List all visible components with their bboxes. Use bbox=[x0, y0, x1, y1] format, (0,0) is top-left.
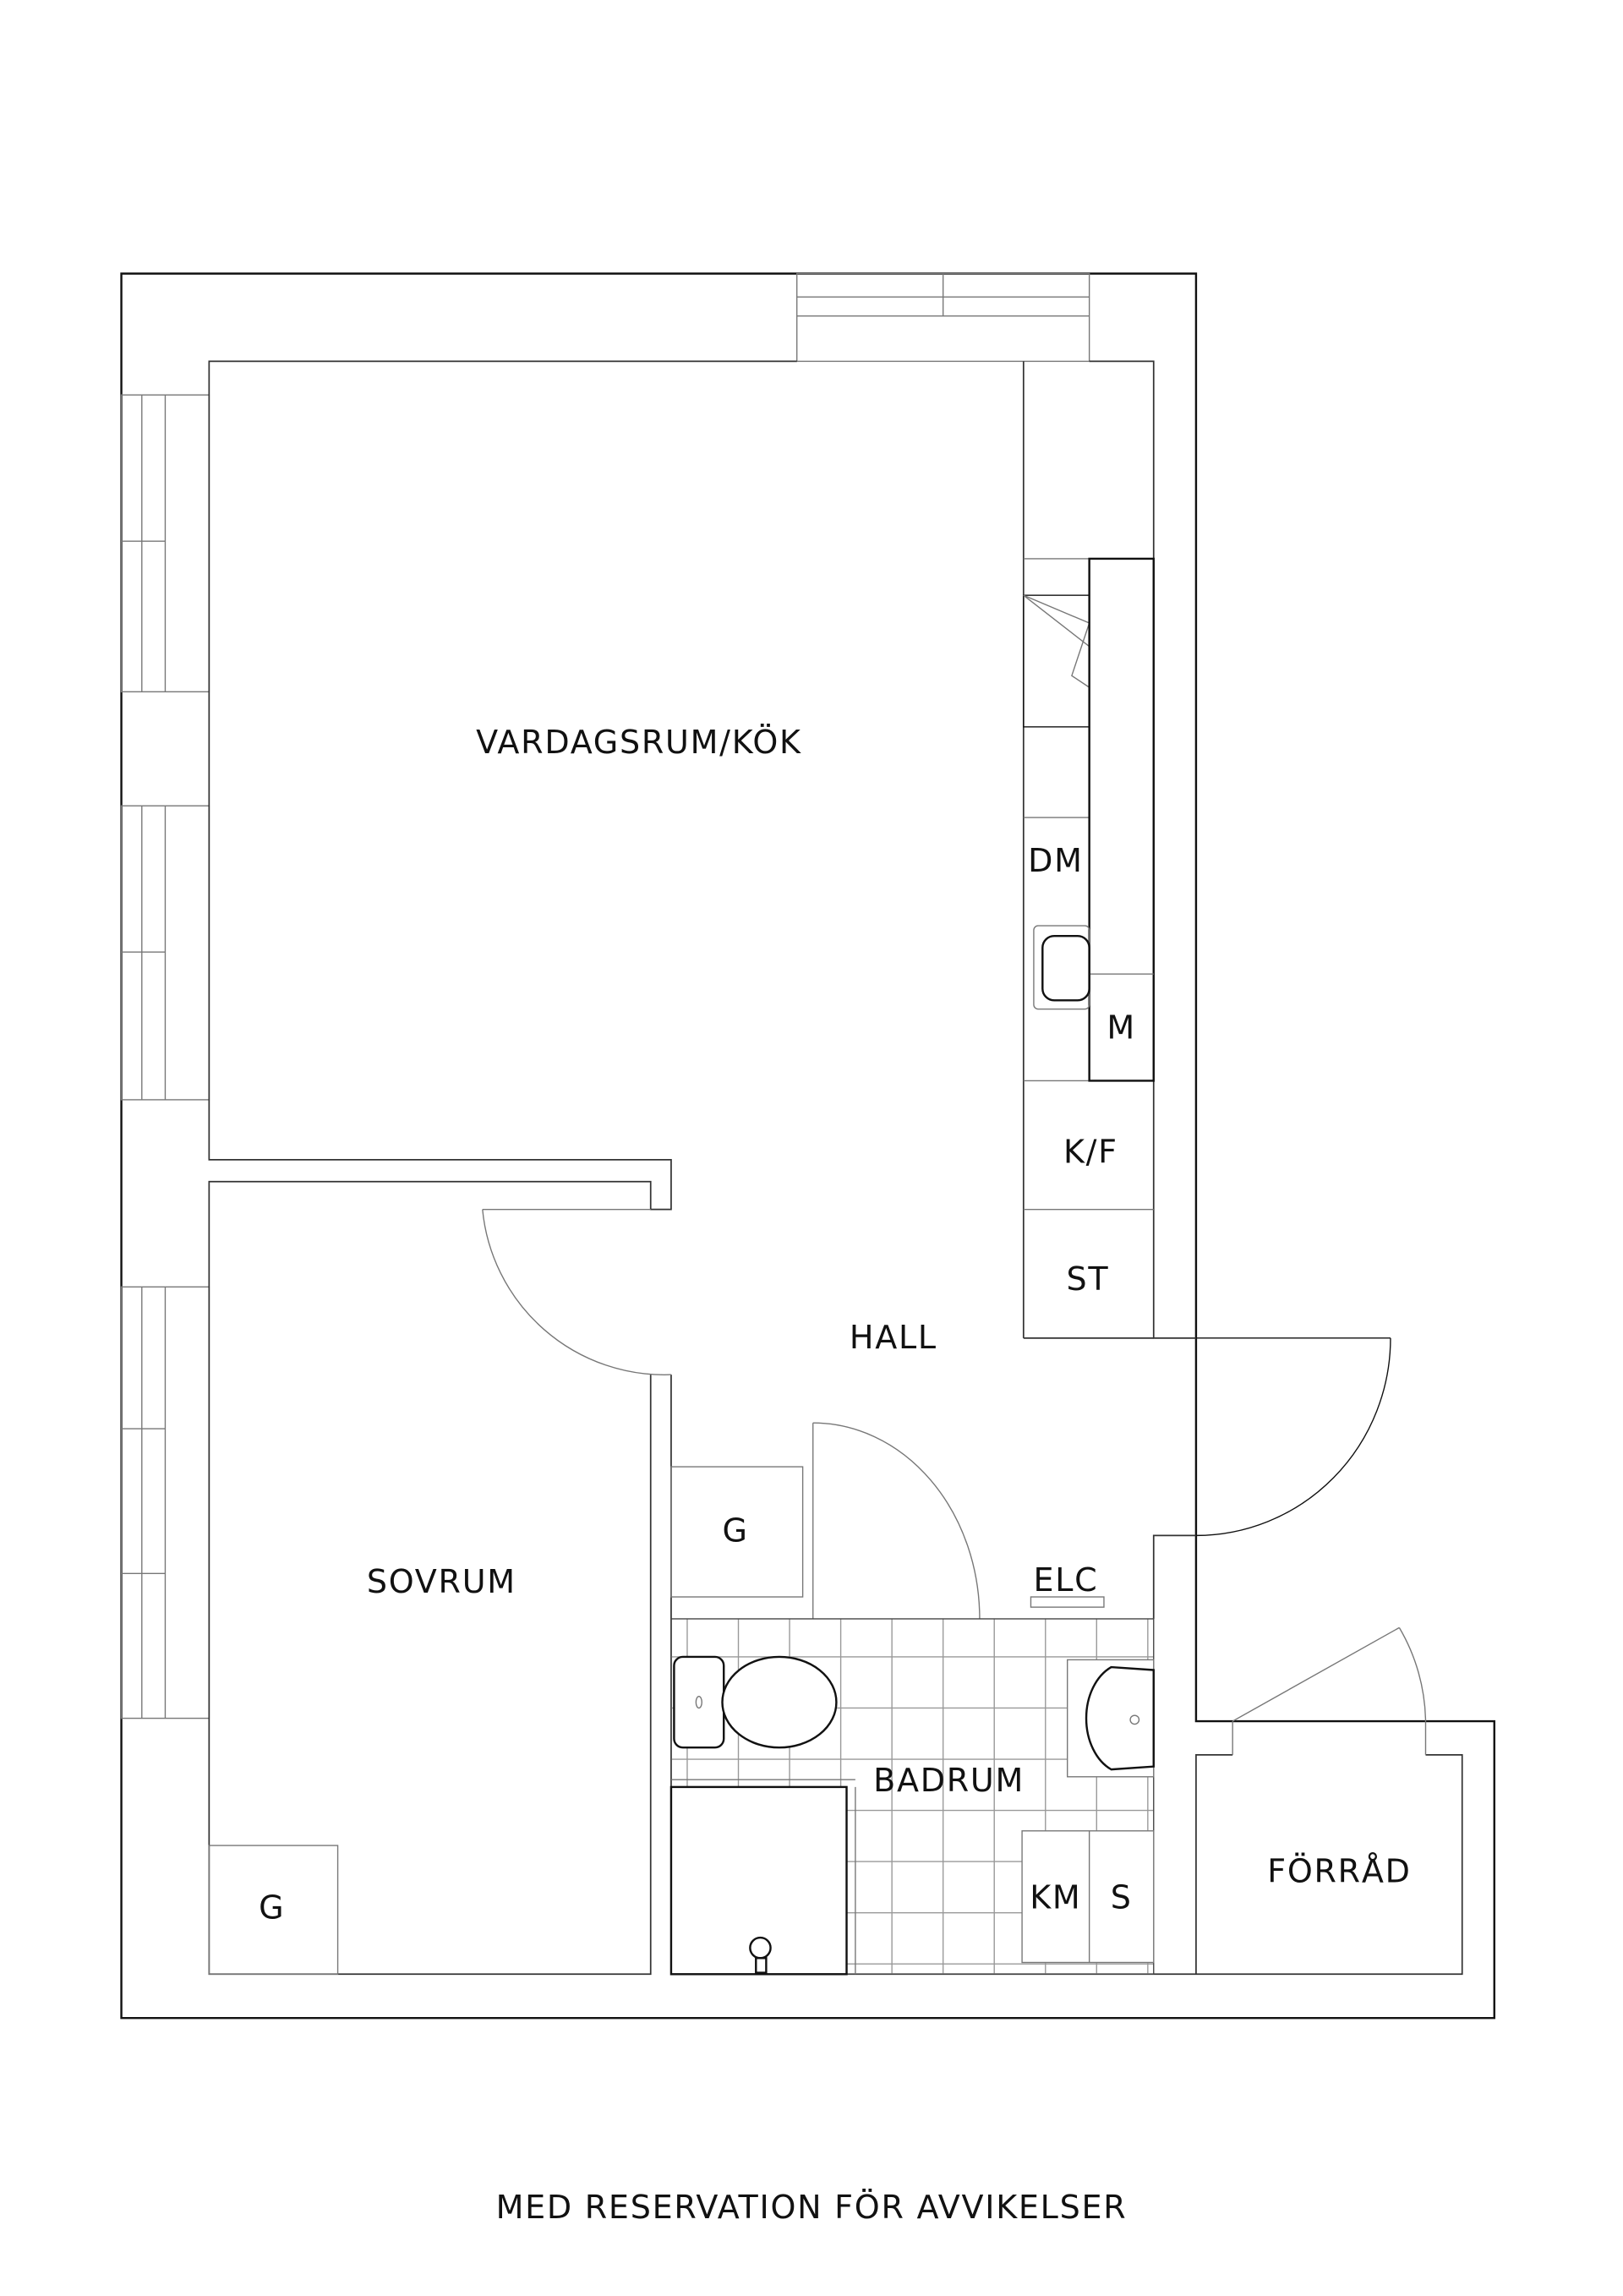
kitchen-sink-icon bbox=[1033, 925, 1090, 1010]
hall-wardrobe bbox=[670, 1466, 804, 1598]
label-g-hall: G bbox=[722, 1512, 748, 1549]
storage-door bbox=[1232, 1626, 1427, 1755]
front-door bbox=[1195, 1337, 1391, 1537]
top-window bbox=[796, 272, 1090, 363]
tall-cabinet bbox=[1088, 557, 1155, 1082]
label-g-bedroom: G bbox=[259, 1889, 285, 1927]
label-s: S bbox=[1111, 1878, 1133, 1916]
toilet-icon bbox=[673, 1655, 838, 1749]
bathroom-door bbox=[812, 1422, 981, 1619]
label-st: ST bbox=[1066, 1260, 1109, 1298]
washbasin-icon bbox=[1067, 1659, 1155, 1778]
room-label-bathroom: BADRUM bbox=[873, 1762, 1025, 1799]
left-windows bbox=[120, 394, 210, 1719]
room-label-bedroom: SOVRUM bbox=[367, 1563, 516, 1600]
label-m: M bbox=[1107, 1009, 1136, 1046]
room-label-hall: HALL bbox=[850, 1319, 937, 1356]
room-label-storage: FÖRRÅD bbox=[1267, 1852, 1411, 1889]
label-dm: DM bbox=[1028, 842, 1084, 879]
label-kf: K/F bbox=[1063, 1133, 1118, 1170]
disclaimer: MED RESERVATION FÖR AVVIKELSER bbox=[496, 2189, 1128, 2226]
outer-wall bbox=[120, 272, 1495, 2020]
room-label-living-kitchen: VARDAGSRUM/KÖK bbox=[476, 724, 802, 761]
bedroom-wardrobe bbox=[208, 1845, 339, 1975]
shower-head-icon bbox=[749, 1936, 772, 1974]
bedroom-door bbox=[482, 1208, 671, 1375]
label-elc: ELC bbox=[1033, 1561, 1098, 1599]
interior-walls bbox=[208, 360, 1463, 1976]
elc-panel bbox=[1030, 1596, 1105, 1608]
washer-dryer bbox=[1021, 1830, 1155, 1964]
label-km: KM bbox=[1030, 1878, 1081, 1916]
